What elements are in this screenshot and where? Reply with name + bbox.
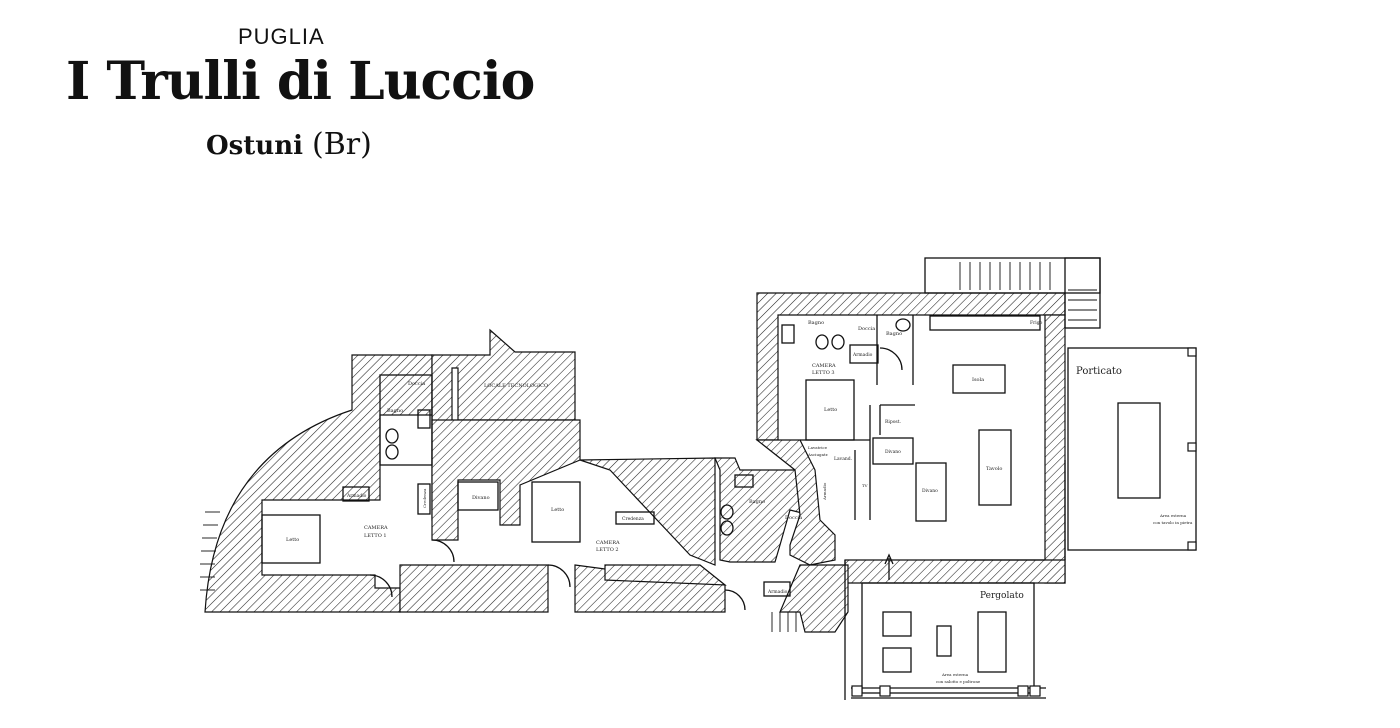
label-isola: Isola (972, 377, 984, 383)
label-area-esterna-1-b: con tavolo in pietra (1153, 520, 1193, 525)
label-porticato: Porticato (1076, 366, 1122, 377)
sofa-3 (915, 462, 947, 522)
label-bagno-4: Bagno (886, 331, 902, 337)
wall-hall-south (604, 564, 727, 586)
label-armadio-4: Armadio (822, 482, 827, 501)
pergolato-area (861, 582, 1035, 694)
label-camera-letto-2-a: CAMERA (596, 540, 620, 546)
label-divano-1: Divano (472, 495, 490, 501)
label-bagno-1: Bagno (387, 408, 403, 414)
stair-treads-south (771, 612, 797, 632)
label-camera-letto-2-b: LETTO 2 (596, 547, 619, 553)
property-location: Ostuni (Br) (206, 127, 372, 162)
wall-east-west-lower (755, 439, 836, 566)
label-doccia-3: Doccia (858, 326, 875, 332)
label-doccia-1: Doccia (408, 381, 425, 387)
label-locale-tecnologico: LOCALE TECNOLOGICO (484, 383, 548, 389)
label-camera-letto-1-b: LETTO 1 (364, 533, 387, 539)
region-name: PUGLIA (238, 24, 325, 49)
sofa-2 (872, 437, 914, 465)
label-tavolo: Tavolo (986, 466, 1002, 472)
label-bagno-3: Bagno (808, 320, 824, 326)
bed-2 (531, 481, 581, 543)
wall-east-south (844, 559, 1066, 584)
label-armadio-3: Armadio (852, 352, 873, 358)
property-title: I Trulli di Luccio (66, 51, 535, 112)
bed-1 (261, 514, 321, 564)
label-asciugatr: Asciugatr. (807, 452, 828, 457)
label-bagno-2: Bagno (749, 499, 765, 505)
label-letto-2: Letto (551, 507, 564, 513)
label-credenza-2: Credenza (622, 516, 644, 522)
room-bath-1 (379, 374, 433, 466)
stair-treads-north (959, 262, 1097, 321)
wardrobe-3 (849, 344, 879, 364)
label-camera-letto-3-b: LETTO 3 (812, 370, 835, 376)
label-letto-1: Letto (286, 537, 299, 543)
wall-south-tail (779, 564, 849, 633)
label-camera-letto-3-a: CAMERA (812, 363, 836, 369)
label-pergolato: Pergolato (980, 591, 1024, 601)
label-doccia-2: Doccia (785, 515, 802, 521)
credenza-2 (615, 511, 655, 525)
sofa-1 (457, 481, 499, 511)
wardrobe-4 (763, 581, 791, 597)
label-camera-letto-1-a: CAMERA (364, 525, 388, 531)
stair-treads-west (200, 511, 220, 591)
pergola-sofa (977, 611, 1007, 673)
porch-table (1117, 402, 1161, 499)
label-area-esterna-2-b: con salotto e poltrone (936, 679, 981, 684)
pergola-chair-1 (882, 611, 912, 637)
label-armadio-2: Armadio (767, 589, 788, 595)
wall-hall-north (579, 457, 716, 566)
wall-east-north (756, 292, 1066, 441)
location-province: (Br) (312, 127, 372, 162)
table (978, 429, 1012, 506)
credenza-1 (417, 483, 431, 515)
label-lavand: Lavand. (834, 456, 853, 462)
label-lavatrice: Lavatrice (808, 445, 828, 450)
label-frigo: Frigo (1030, 320, 1043, 326)
pergola-chair-2 (882, 647, 912, 673)
label-tv: TV (862, 483, 868, 488)
label-divano-3: Divano (922, 488, 938, 494)
location-town: Ostuni (206, 131, 303, 161)
label-area-esterna-2-a: Area esterna (941, 672, 969, 677)
pergola-table (936, 625, 952, 657)
wall-west-wing (204, 354, 433, 613)
stair-north (924, 257, 1101, 294)
stair-north-side (1064, 257, 1101, 329)
label-credenza-1: Credenza (422, 488, 427, 508)
wall-south-west (399, 564, 549, 613)
wardrobe-1 (342, 486, 370, 502)
label-ripost: Ripost. (885, 419, 902, 425)
island (952, 364, 1006, 394)
wall-east-side (1044, 314, 1066, 584)
wall-central-block (431, 419, 581, 541)
label-letto-3: Letto (824, 407, 837, 413)
label-armadio-1: Armadio (346, 493, 367, 499)
label-divano-2: Divano (885, 449, 901, 455)
label-area-esterna-1-a: Area esterna (1159, 513, 1187, 518)
